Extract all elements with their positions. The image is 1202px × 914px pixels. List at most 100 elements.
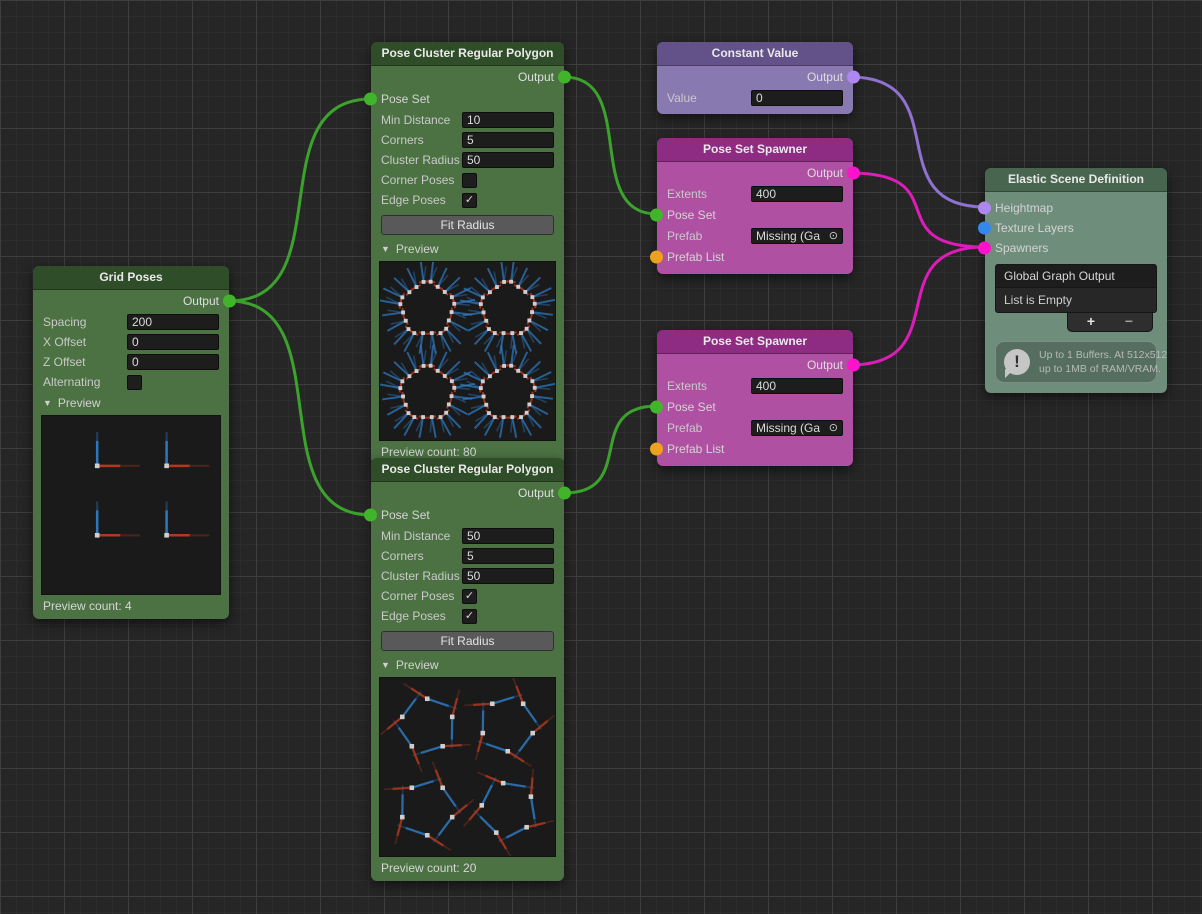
connection-wire-spawner-top-output-to-elastic-spawners[interactable] <box>848 171 987 249</box>
list-add-button[interactable]: + <box>1086 313 1096 329</box>
node-title[interactable]: Pose Cluster Regular Polygon <box>371 42 564 66</box>
node-title[interactable]: Pose Set Spawner <box>657 330 853 354</box>
pose-set-label: Pose Set <box>381 508 430 522</box>
output-port-label: Output <box>517 486 554 500</box>
value-input[interactable]: 0 <box>751 90 843 106</box>
node-constant-value[interactable]: Constant Value Output Value 0 <box>657 42 860 114</box>
pose-set-port-row: Pose Set <box>650 204 853 226</box>
field-label: Extents <box>667 379 708 393</box>
output-port[interactable] <box>223 294 236 308</box>
extents-input[interactable]: 400 <box>751 186 843 202</box>
cluster-radius-input[interactable]: 50 <box>462 568 554 584</box>
list-remove-button[interactable]: − <box>1124 313 1134 329</box>
warning-bubble-icon: ! <box>1004 349 1030 376</box>
output-port[interactable] <box>558 486 571 500</box>
preview-foldout[interactable]: ▼ Preview <box>371 654 564 675</box>
field-row: Cluster Radius 50 <box>371 150 564 170</box>
min-distance-input[interactable]: 50 <box>462 528 554 544</box>
spacing-input[interactable]: 200 <box>127 314 219 330</box>
object-picker-icon[interactable]: ⊙ <box>828 230 838 242</box>
checkbox-row: Corner Poses <box>371 170 564 190</box>
node-pose-set-spawner-bottom[interactable]: Pose Set Spawner Output Extents 400 Pose… <box>650 330 860 466</box>
node-pose-cluster-top[interactable]: Pose Cluster Regular Polygon Output Pose… <box>364 42 571 465</box>
cluster-radius-input[interactable]: 50 <box>462 152 554 168</box>
extents-input[interactable]: 400 <box>751 378 843 394</box>
fit-radius-button[interactable]: Fit Radius <box>381 215 554 235</box>
field-row: X Offset 0 <box>33 332 229 352</box>
pose-set-label: Pose Set <box>381 92 430 106</box>
connection-wire-grid-output-to-cluster-top-pose-set[interactable] <box>227 97 373 303</box>
connection-wire-cluster-top-output-to-spawner-top-pose-set[interactable] <box>562 75 659 216</box>
field-label: Z Offset <box>43 355 86 369</box>
node-title[interactable]: Pose Set Spawner <box>657 138 853 162</box>
foldout-triangle-icon: ▼ <box>381 660 390 670</box>
preview-foldout[interactable]: ▼ Preview <box>33 392 229 413</box>
field-row: Prefab Missing (Ga ⊙ <box>657 226 853 246</box>
fit-radius-button[interactable]: Fit Radius <box>381 631 554 651</box>
preview-foldout[interactable]: ▼ Preview <box>371 238 564 259</box>
pose-set-label: Pose Set <box>667 208 716 222</box>
heightmap-label: Heightmap <box>995 201 1054 215</box>
node-elastic-scene-definition[interactable]: Elastic Scene Definition Heightmap Textu… <box>978 168 1168 394</box>
pose-set-port[interactable] <box>650 400 663 414</box>
alternating-checkbox[interactable] <box>127 374 142 390</box>
preview-box <box>379 677 556 857</box>
node-pose-set-spawner-top[interactable]: Pose Set Spawner Output Extents 400 Pose… <box>650 138 860 274</box>
connection-wire-spawner-bottom-output-to-elastic-spawners[interactable] <box>848 245 987 367</box>
node-title[interactable]: Grid Poses <box>33 266 229 290</box>
output-port[interactable] <box>847 358 860 372</box>
object-picker-icon[interactable]: ⊙ <box>828 422 838 434</box>
field-row: Prefab Missing (Ga ⊙ <box>657 418 853 438</box>
spawners-port[interactable] <box>978 241 991 255</box>
node-pose-cluster-bottom[interactable]: Pose Cluster Regular Polygon Output Pose… <box>364 458 571 881</box>
list-controls: + − <box>1067 313 1153 332</box>
x-offset-input[interactable]: 0 <box>127 334 219 350</box>
connection-wire-constant-output-to-elastic-heightmap[interactable] <box>848 75 987 209</box>
output-port[interactable] <box>558 70 571 84</box>
pose-set-port[interactable] <box>364 92 377 106</box>
min-distance-input[interactable]: 10 <box>462 112 554 128</box>
prefab-object-value: Missing (Ga <box>756 229 821 243</box>
texture-layers-port[interactable] <box>978 221 991 235</box>
field-row: Min Distance 10 <box>371 110 564 130</box>
buffer-info-text: Up to 1 Buffers. At 512x512 up to 1MB of… <box>1039 349 1168 376</box>
prefab-list-port-row: Prefab List <box>650 438 853 460</box>
node-title[interactable]: Pose Cluster Regular Polygon <box>371 458 564 482</box>
output-list-empty-row: List is Empty <box>1004 293 1073 307</box>
field-label: Cluster Radius <box>381 569 460 583</box>
output-port-row: Output <box>657 162 860 184</box>
node-title[interactable]: Constant Value <box>657 42 853 66</box>
connection-wire-grid-output-to-cluster-bottom-pose-set[interactable] <box>227 299 373 517</box>
pose-set-port[interactable] <box>650 208 663 222</box>
prefab-object-field[interactable]: Missing (Ga ⊙ <box>751 420 843 436</box>
node-grid-poses[interactable]: Grid Poses Output Spacing 200 X Offset 0… <box>33 266 236 619</box>
field-row: Z Offset 0 <box>33 352 229 372</box>
output-port-row: Output <box>371 482 571 504</box>
z-offset-input[interactable]: 0 <box>127 354 219 370</box>
prefab-object-value: Missing (Ga <box>756 421 821 435</box>
output-port[interactable] <box>847 166 860 180</box>
corner-poses-checkbox[interactable]: ✓ <box>462 588 477 604</box>
field-label: Spacing <box>43 315 87 329</box>
edge-poses-checkbox[interactable]: ✓ <box>462 608 477 624</box>
node-title[interactable]: Elastic Scene Definition <box>985 168 1167 192</box>
foldout-triangle-icon: ▼ <box>381 244 390 254</box>
corners-input[interactable]: 5 <box>462 132 554 148</box>
output-port[interactable] <box>847 70 860 84</box>
heightmap-port[interactable] <box>978 201 991 215</box>
preview-image <box>94 432 210 538</box>
corners-input[interactable]: 5 <box>462 548 554 564</box>
prefab-list-port[interactable] <box>650 250 663 264</box>
field-label: Corners <box>381 133 424 147</box>
field-row: Cluster Radius 50 <box>371 566 564 586</box>
connection-wire-cluster-bottom-output-to-spawner-bottom-pose-set[interactable] <box>562 404 659 495</box>
field-row: Min Distance 50 <box>371 526 564 546</box>
corner-poses-checkbox[interactable] <box>462 172 477 188</box>
pose-set-port-row: Pose Set <box>364 88 564 110</box>
prefab-list-port[interactable] <box>650 442 663 456</box>
pose-set-port[interactable] <box>364 508 377 522</box>
checkbox-row: Edge Poses ✓ <box>371 190 564 210</box>
prefab-object-field[interactable]: Missing (Ga ⊙ <box>751 228 843 244</box>
field-label: Prefab <box>667 421 703 435</box>
edge-poses-checkbox[interactable]: ✓ <box>462 192 477 208</box>
